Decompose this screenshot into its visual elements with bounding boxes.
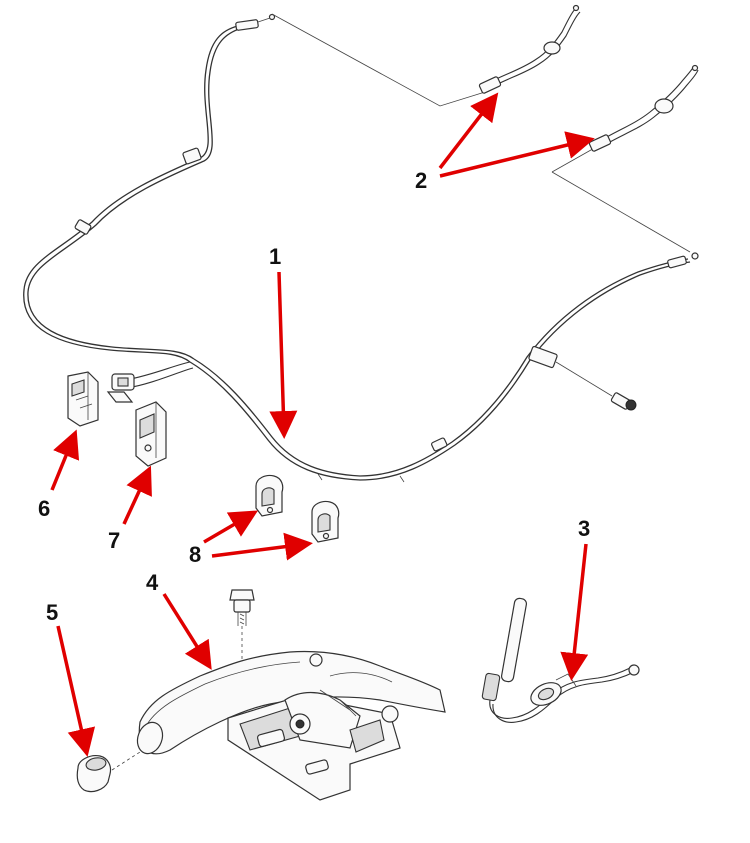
clip-part-7 (135, 401, 167, 467)
arrow-3 (560, 543, 589, 681)
bracket-bolt (610, 392, 637, 411)
arrow-8b (211, 532, 313, 561)
callout-1: 1 (269, 244, 281, 269)
arrow-4 (162, 593, 212, 670)
arrow-5 (56, 625, 96, 757)
callout-2: 2 (415, 168, 427, 193)
callout-6: 6 (38, 496, 50, 521)
arrow-8a (203, 510, 259, 544)
handbrake-lever-part-4 (136, 589, 446, 801)
rear-cable-lower (588, 64, 699, 152)
callout-3: 3 (578, 516, 590, 541)
arrow-2a (438, 92, 499, 170)
rear-cable-upper (478, 4, 581, 94)
clip-part-8-a (255, 474, 284, 517)
arrow-2b (439, 131, 595, 178)
arrow-6 (50, 429, 80, 491)
callout-8: 8 (189, 542, 201, 567)
brake-cable-assembly (23, 13, 699, 483)
clip-part-8-b (311, 500, 340, 543)
clip-part-6 (67, 371, 99, 427)
callout-arrows (50, 92, 595, 757)
cap-part-5 (76, 751, 141, 793)
arrow-1 (269, 271, 298, 439)
callout-7: 7 (108, 528, 120, 553)
lever-cable-part-3 (481, 597, 640, 723)
callout-5: 5 (46, 600, 58, 625)
callout-4: 4 (146, 570, 159, 595)
arrow-7 (122, 465, 152, 525)
